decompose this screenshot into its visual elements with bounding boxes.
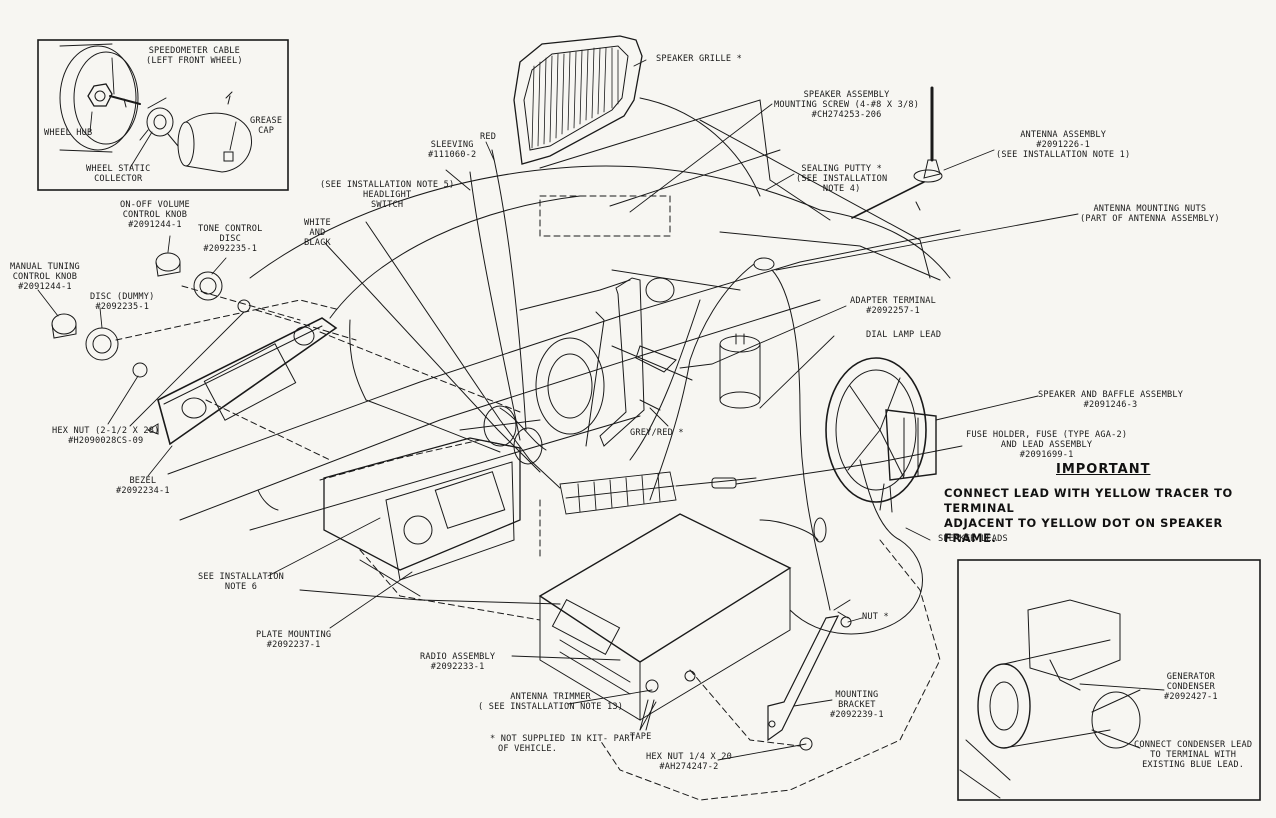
speedometer-cable-label: SPEEDOMETER CABLE(LEFT FRONT WHEEL) <box>146 46 243 66</box>
grease-cap-drawing <box>177 91 252 173</box>
important-title: IMPORTANT <box>1056 462 1151 477</box>
sleeving-label: SLEEVING#111060-2 <box>428 140 477 160</box>
headlight-switch-drawing <box>585 277 675 447</box>
fuse-holder-label: FUSE HOLDER, FUSE (TYPE AGA-2)AND LEAD A… <box>966 430 1128 460</box>
grey-red-wire-label: GREY/RED * <box>630 428 684 438</box>
wheel-hub-label: WHEEL HUB <box>44 128 93 138</box>
plate-mounting-drawing <box>323 419 541 581</box>
wheel-hub-drawing <box>59 43 141 153</box>
lead-wires <box>323 149 923 635</box>
antenna-assembly-label: ANTENNA ASSEMBLY#2091226-1(SEE INSTALLAT… <box>996 130 1131 160</box>
speaker-grille-drawing <box>513 35 643 165</box>
radio-assembly-drawing <box>538 513 792 731</box>
dashed-assembly-lines <box>115 285 941 801</box>
speaker-baffle-label: SPEAKER AND BAFFLE ASSEMBLY#2091246-3 <box>1038 390 1184 410</box>
generator-drawing <box>959 599 1141 799</box>
bezel-drawing <box>146 317 338 446</box>
car-body-outline <box>167 97 961 605</box>
speaker-grille-label: SPEAKER GRILLE * <box>656 54 742 64</box>
disc-dummy-label: DISC (DUMMY)#2092235-1 <box>90 292 155 312</box>
mounting-bracket-drawing <box>767 599 852 751</box>
condenser-canister-drawing <box>719 333 761 409</box>
leader-lines <box>37 57 1165 761</box>
radio-assembly-label: RADIO ASSEMBLY#2092233-1 <box>420 652 496 672</box>
red-wire-label: RED <box>480 132 497 142</box>
antenna-mounting-nuts-label: ANTENNA MOUNTING NUTS(PART OF ANTENNA AS… <box>1080 204 1220 224</box>
wheel-inset-frame <box>37 39 289 191</box>
bezel-label: BEZEL#2092234-1 <box>116 476 170 496</box>
grille-shadow <box>539 195 671 237</box>
adapter-terminal-drawing <box>611 345 693 381</box>
hex-nut-left-label: HEX NUT (2-1/2 X 28)#H2090028CS-09 <box>52 426 160 446</box>
dial-lamp-lead-label: DIAL LAMP LEAD <box>866 330 942 340</box>
rear-speaker-drawing <box>535 337 605 435</box>
knob-drawings <box>51 252 251 378</box>
wire-junction-drawing <box>559 471 677 515</box>
speaker-leads-label: SPEAKER LEADS <box>938 534 1008 544</box>
antenna-trimmer-label: ANTENNA TRIMMER( SEE INSTALLATION NOTE 1… <box>478 692 624 712</box>
antenna-drawing <box>851 86 943 219</box>
speaker-baffle-drawing <box>825 357 937 513</box>
important-note: CONNECT LEAD WITH YELLOW TRACER TO TERMI… <box>944 486 1233 545</box>
nut-label: NUT * <box>862 612 889 622</box>
generator-inset-frame <box>957 559 1261 801</box>
antenna-lead-drawing <box>649 257 831 611</box>
adapter-terminal-label: ADAPTER TERMINAL#2092257-1 <box>850 296 936 316</box>
hex-nut-bottom-label: HEX NUT 1/4 X 20#AH274247-2 <box>646 752 732 772</box>
wheel-static-collector-drawing <box>139 97 179 147</box>
plate-mounting-label: PLATE MOUNTING#2092237-1 <box>256 630 332 650</box>
tape-label: TAPE <box>630 732 652 742</box>
fuse-holder-drawing <box>675 461 881 489</box>
